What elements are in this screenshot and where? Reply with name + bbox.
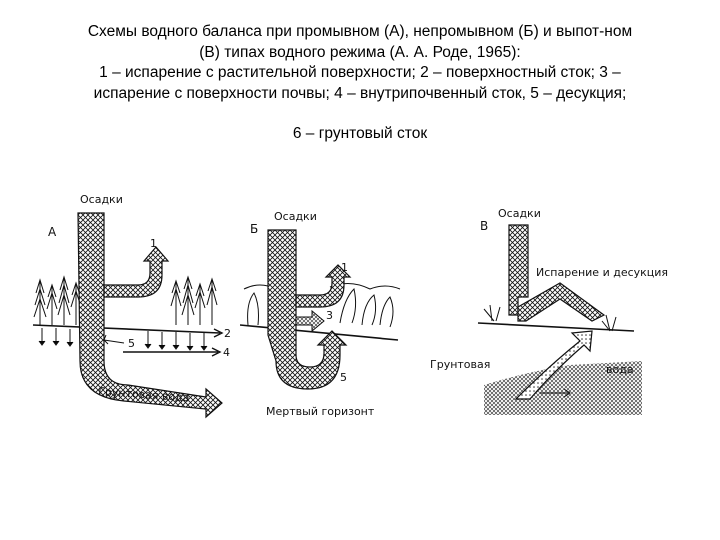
precipitation-label-a: Осадки	[80, 193, 123, 206]
label-num-5: 5	[128, 337, 135, 350]
precipitation-label-b: Осадки	[274, 210, 317, 223]
caption-line-2: (В) типах водного режима (А. А. Роде, 19…	[199, 43, 521, 61]
evap-desuction-label: Испарение и десукция	[536, 266, 668, 279]
evaporation-arrow-1	[103, 246, 170, 298]
caption-line-3: 1 – испарение с растительной поверхности…	[99, 64, 621, 81]
precipitation-flow-v	[508, 224, 529, 316]
groundwater-label-left: Грунтовая	[430, 358, 490, 371]
caption-line-4: испарение с поверхности почвы; 4 – внутр…	[93, 84, 627, 102]
caption-line-1: Схемы водного баланса при промывном (А),…	[87, 23, 633, 40]
dead-horizon-label: Мертвый горизонт	[266, 405, 375, 418]
scheme-a: Осадки А 2 4 1 5 Грунтовая вода	[32, 193, 231, 419]
surface-runoff-line	[32, 324, 221, 334]
figure-caption: Схемы водного баланса при промывном (А),…	[30, 22, 690, 145]
evaporation-arrow-b	[295, 264, 352, 308]
surface-line-b	[240, 324, 399, 341]
caption-line-5: 6 – грунтовый сток	[292, 125, 428, 142]
label-num-2: 2	[224, 327, 231, 340]
label-num-3: 3	[326, 309, 333, 322]
precipitation-flow-a	[77, 212, 223, 419]
groundwater-label-a: Грунтовая вода	[98, 385, 190, 404]
evaporation-desuction-arrow	[517, 282, 606, 322]
label-num-1: 1	[150, 237, 157, 250]
scheme-letter-b: Б	[250, 222, 258, 236]
forest-trees-icon	[33, 275, 218, 325]
scheme-b: Осадки Б 1 3 5 Мертвый горизонт	[240, 210, 401, 418]
groundwater-zone	[484, 361, 642, 415]
precipitation-flow-b	[267, 229, 348, 390]
scheme-letter-a: А	[48, 225, 57, 239]
soil-flow-arrows	[38, 328, 208, 351]
label-num-5-b: 5	[340, 371, 347, 384]
evaporation-arrow-3	[295, 309, 325, 333]
scheme-v: В Осадки Испарение и десукция Грунтовая …	[430, 207, 668, 415]
precipitation-label-v: Осадки	[498, 207, 541, 220]
label-num-1-b: 1	[341, 261, 348, 274]
scheme-letter-v: В	[480, 219, 488, 233]
groundwater-rise-arrow	[514, 330, 593, 400]
label-num-4: 4	[223, 346, 230, 359]
groundwater-label-right: вода	[606, 363, 634, 376]
